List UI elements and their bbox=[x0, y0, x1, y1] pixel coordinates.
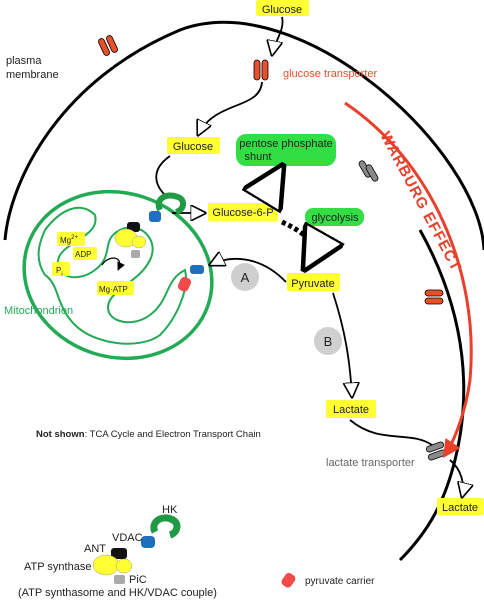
glycolysis-label: glycolysis bbox=[311, 212, 359, 224]
adp-label: ADP bbox=[75, 250, 91, 259]
legend-ant-label: ANT bbox=[84, 543, 106, 555]
arrow-transporter-to-glucose bbox=[198, 81, 263, 135]
mitochondrion-label: Mitochondrion bbox=[4, 305, 73, 317]
legend-pyruvate-carrier-label: pyruvate carrier bbox=[305, 576, 375, 587]
not-shown-note: Not shown: TCA Cycle and Electron Transp… bbox=[36, 429, 261, 440]
glucose-transporter-right-icon bbox=[424, 289, 444, 305]
arrow-pyruvate-to-mito bbox=[210, 259, 287, 283]
arrow-lactate-out bbox=[349, 419, 433, 446]
legend-synthasome-icon bbox=[92, 514, 181, 584]
plasma-label-2: membrane bbox=[6, 69, 59, 81]
gray-transporter-icon bbox=[358, 160, 379, 182]
lactate-inside-label: Lactate bbox=[333, 404, 369, 416]
arrow-pentose bbox=[262, 167, 282, 200]
glucose-top-label: Glucose bbox=[262, 4, 302, 16]
glucose6p-label: Glucose-6-P bbox=[212, 207, 273, 219]
arrow-glucose-in bbox=[272, 16, 284, 55]
warburg-label: WARBURG EFFECT bbox=[376, 129, 464, 274]
arrow-lactate-transporter-out bbox=[449, 459, 463, 497]
marker-b-circle bbox=[314, 327, 342, 355]
mitochondrion-icon bbox=[22, 189, 214, 361]
pyruvate-label: Pyruvate bbox=[291, 278, 334, 290]
marker-a-label: A bbox=[241, 270, 250, 285]
pentose-label-1: pentose phosphate bbox=[239, 138, 333, 150]
plasma-label-1: plasma bbox=[6, 55, 42, 67]
mgatp-label: Mg·ATP bbox=[99, 285, 128, 294]
legend-hk-label: HK bbox=[162, 504, 178, 516]
legend-pyruvate-carrier-icon bbox=[281, 572, 296, 588]
glucose-transporter-icon bbox=[98, 35, 118, 56]
pi-label: Pi bbox=[56, 266, 63, 278]
glucose-transporter-label: glucose transporter bbox=[283, 68, 377, 80]
glucose-transporter-main-icon bbox=[253, 59, 269, 81]
legend-pic-label: PiC bbox=[129, 574, 147, 586]
marker-b-label: B bbox=[324, 334, 333, 349]
arrow-glycolysis bbox=[280, 219, 311, 268]
glucose-inside-label: Glucose bbox=[173, 141, 213, 153]
lactate-outside-label: Lactate bbox=[442, 502, 478, 514]
lactate-transporter-label: lactate transporter bbox=[326, 457, 415, 469]
legend-vdac-label: VDAC bbox=[112, 532, 143, 544]
hk-vdac-complex-icon bbox=[114, 192, 186, 258]
arrow-mgatp-loop bbox=[101, 257, 125, 271]
pyruvate-carrier-icon bbox=[177, 265, 204, 292]
warburg-arrow bbox=[344, 101, 473, 458]
arrow-pyruvate-to-lactate bbox=[332, 292, 352, 397]
lactate-transporter-icon bbox=[425, 441, 447, 461]
mg2-label: Mg2+ bbox=[60, 235, 78, 245]
pentose-label-2: shunt bbox=[245, 151, 272, 163]
plasma-membrane bbox=[3, 21, 484, 251]
marker-a-circle bbox=[231, 263, 259, 291]
legend-caption: (ATP synthasome and HK/VDAC couple) bbox=[18, 587, 217, 599]
arrow-glucose-to-hk bbox=[155, 155, 171, 196]
legend-atp-synthase-label: ATP synthase bbox=[24, 561, 91, 573]
